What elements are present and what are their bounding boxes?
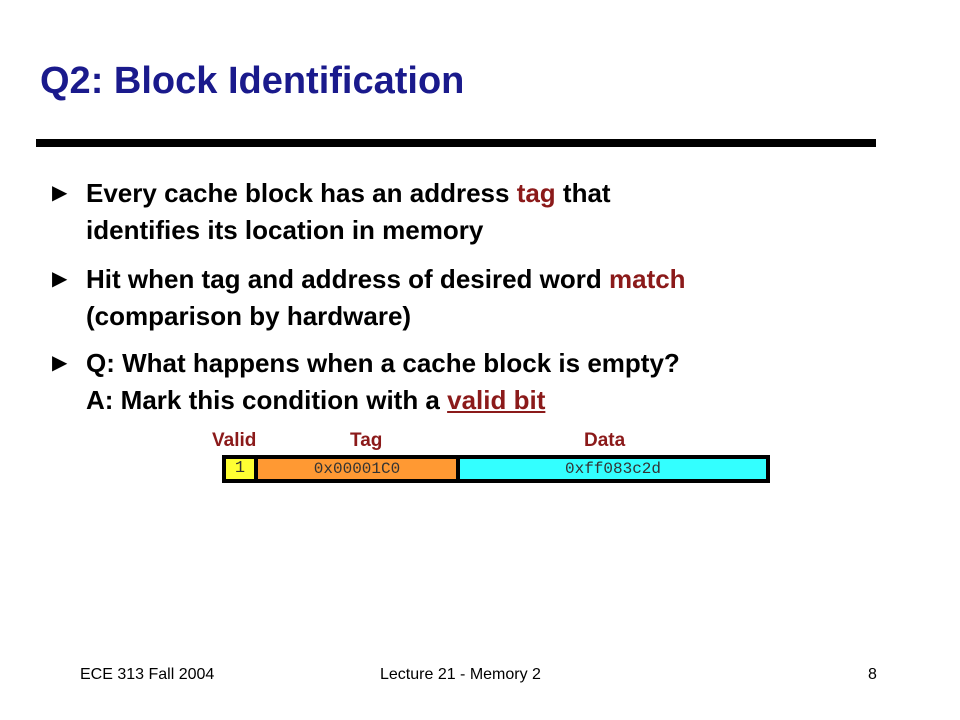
footer-course: ECE 313 Fall 2004	[80, 666, 215, 683]
slide-title: Q2: Block Identification	[40, 60, 465, 102]
bullet-2: ▶ Hit when tag and address of desired wo…	[52, 261, 852, 335]
header-data: Data	[584, 430, 626, 451]
header-valid: Valid	[212, 430, 257, 451]
title-divider	[36, 139, 876, 147]
data-cell: 0xff083c2d	[460, 459, 766, 479]
bullet-2-line2: (comparison by hardware)	[86, 301, 412, 331]
bullet-triangle-icon: ▶	[52, 268, 68, 290]
bullet-3-text: Q: What happens when a cache block is em…	[86, 345, 852, 419]
bullet-1-line1-pre: Every cache block has an address	[86, 178, 517, 208]
footer-page-number: 8	[868, 666, 877, 683]
bullet-2-text: Hit when tag and address of desired word…	[86, 261, 852, 335]
bullet-triangle-icon: ▶	[52, 352, 68, 374]
tag-cell: 0x00001C0	[258, 459, 456, 479]
footer-lecture: Lecture 21 - Memory 2	[380, 666, 541, 683]
bullet-1-line1-post: that	[555, 178, 611, 208]
bullet-1-text: Every cache block has an address tag tha…	[86, 175, 852, 249]
bullet-1-highlight-tag: tag	[516, 178, 556, 208]
header-tag: Tag	[350, 430, 383, 451]
cache-line-diagram: 1 0x00001C0 0xff083c2d	[222, 455, 770, 483]
valid-bit-cell: 1	[226, 459, 254, 479]
bullet-triangle-icon: ▶	[52, 182, 68, 204]
bullet-3: ▶ Q: What happens when a cache block is …	[52, 345, 852, 419]
bullet-1: ▶ Every cache block has an address tag t…	[52, 175, 852, 249]
bullet-3-highlight-valid-bit: valid bit	[447, 385, 546, 415]
bullet-2-line1-pre: Hit when tag and address of desired word	[86, 264, 609, 294]
bullet-3-line2-pre: A: Mark this condition with a	[86, 385, 448, 415]
bullet-2-highlight-match: match	[608, 264, 686, 294]
bullet-3-line1: Q: What happens when a cache block is em…	[86, 348, 680, 378]
bullet-1-line2: identifies its location in memory	[86, 215, 484, 245]
